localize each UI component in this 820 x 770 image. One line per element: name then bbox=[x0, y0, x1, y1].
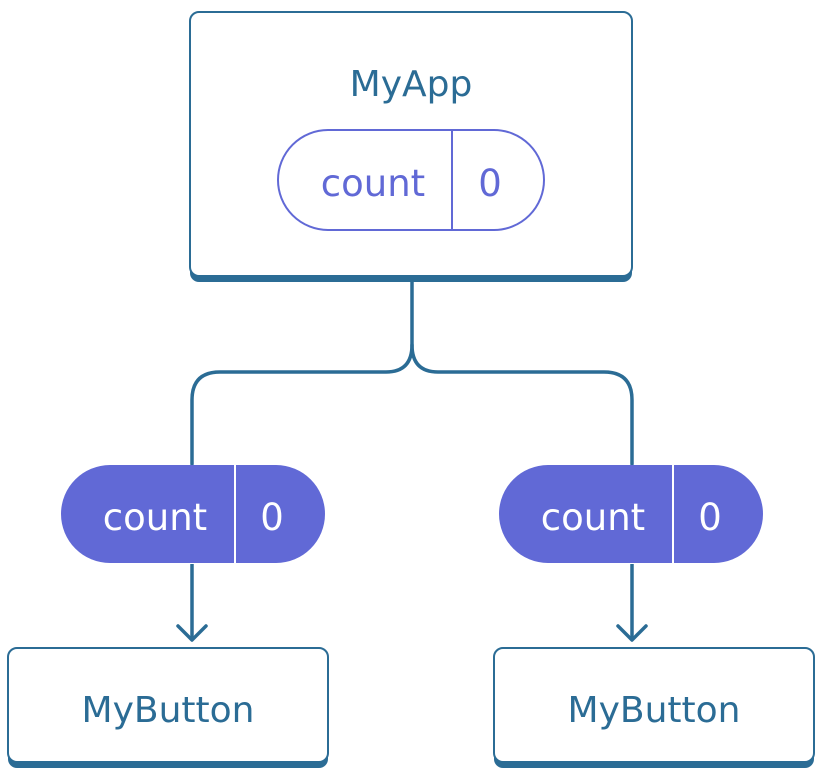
child-box bbox=[7, 647, 329, 763]
prop-value: 0 bbox=[698, 496, 722, 539]
arrow-down-icon bbox=[176, 624, 208, 642]
prop-pill-fill bbox=[499, 465, 763, 563]
child-component-left: MyButton bbox=[7, 647, 329, 768]
state-label: count bbox=[321, 162, 425, 205]
edge-parent-trunk bbox=[190, 280, 414, 466]
arrow-down-icon bbox=[616, 624, 648, 642]
child-title: MyButton bbox=[82, 690, 255, 731]
prop-pill-left: count 0 bbox=[61, 465, 325, 563]
edge-parent-right bbox=[410, 343, 634, 466]
parent-state-pill: count 0 bbox=[277, 129, 545, 231]
child-box bbox=[493, 647, 815, 763]
child-title: MyButton bbox=[568, 690, 741, 731]
prop-label: count bbox=[541, 496, 645, 539]
child-component-right: MyButton bbox=[493, 647, 815, 768]
state-value: 0 bbox=[478, 162, 502, 205]
prop-label: count bbox=[103, 496, 207, 539]
parent-title: MyApp bbox=[350, 64, 473, 105]
state-pill-outline bbox=[277, 129, 545, 231]
parent-component: MyApp count 0 bbox=[189, 11, 633, 282]
prop-pill-fill bbox=[61, 465, 325, 563]
prop-pill-right: count 0 bbox=[499, 465, 763, 563]
prop-value: 0 bbox=[260, 496, 284, 539]
tree-edges bbox=[176, 280, 648, 642]
